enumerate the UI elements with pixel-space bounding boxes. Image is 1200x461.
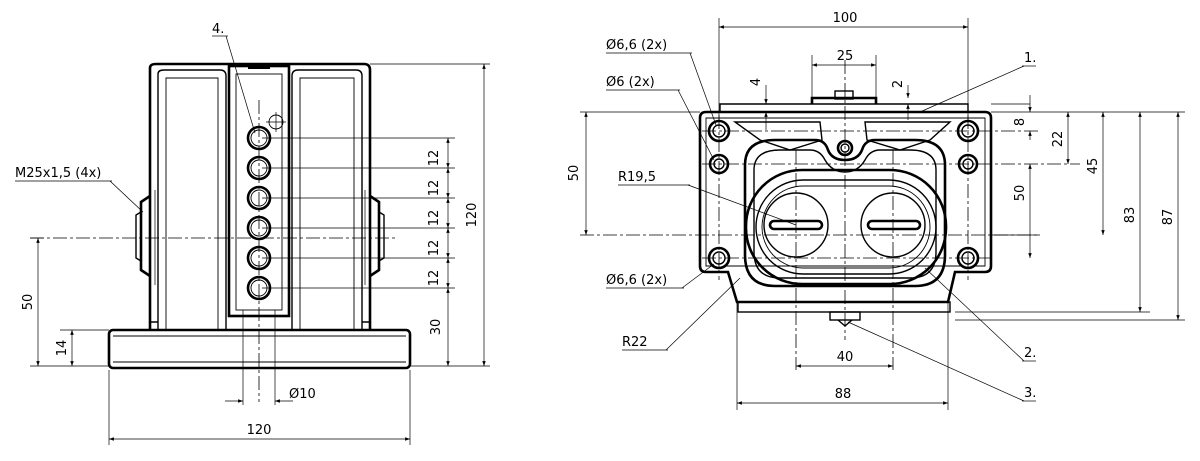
dim-base-to-led: 30 xyxy=(429,319,444,336)
dim-r22: 22 xyxy=(1051,131,1066,148)
dim-width-top: 100 xyxy=(833,11,858,26)
dim-left-height: 50 xyxy=(567,165,582,182)
radius-inner: R19,5 xyxy=(618,170,656,185)
dim-axis-height: 50 xyxy=(21,294,36,311)
gland-left xyxy=(139,194,151,278)
dim-slot-width: 25 xyxy=(837,49,854,64)
dim-base-thickness: 14 xyxy=(55,340,70,357)
callout-2: 2. xyxy=(1024,346,1036,361)
inner-cavity xyxy=(743,138,947,288)
hole-label-side: Ø6 (2x) xyxy=(606,75,655,90)
dim-r8: 8 xyxy=(1013,118,1028,126)
callout-3: 3. xyxy=(1024,386,1036,401)
twin-bore-outer xyxy=(744,168,948,286)
dim-pitch-3: 12 xyxy=(427,210,442,227)
left-view: 12 12 12 12 12 30 120 50 14 120 Ø10 4. M… xyxy=(15,22,490,445)
callout-4: 4. xyxy=(212,22,224,37)
dim-pitch-4: 12 xyxy=(427,240,442,257)
hole-label-top: Ø6,6 (2x) xyxy=(606,38,667,53)
dim-height-total: 120 xyxy=(465,203,480,228)
hole-label-bottom: Ø6,6 (2x) xyxy=(606,273,667,288)
dim-hole-dia: Ø10 xyxy=(289,387,316,402)
base-plate xyxy=(107,328,412,370)
dim-r45: 45 xyxy=(1086,158,1101,175)
gland-right xyxy=(369,194,381,278)
radius-outer: R22 xyxy=(622,335,648,350)
dim-pitch-2: 12 xyxy=(427,180,442,197)
dim-r83: 83 xyxy=(1123,207,1138,224)
dim-r87: 87 xyxy=(1161,209,1176,226)
right-view: 100 25 4 2 50 8 22 45 50 83 87 40 88 Ø6,… xyxy=(567,11,1185,410)
dim-step-right: 2 xyxy=(891,80,906,88)
dim-width-total: 120 xyxy=(247,423,272,438)
dim-pitch-5: 12 xyxy=(427,270,442,287)
dim-bottom-40: 40 xyxy=(837,350,854,365)
dim-r50: 50 xyxy=(1013,185,1028,202)
dim-step-left: 4 xyxy=(749,78,764,86)
dim-bottom-88: 88 xyxy=(835,387,852,402)
thread-label: M25x1,5 (4x) xyxy=(15,166,101,181)
dim-pitch-1: 12 xyxy=(427,150,442,167)
callout-1: 1. xyxy=(1024,51,1036,66)
